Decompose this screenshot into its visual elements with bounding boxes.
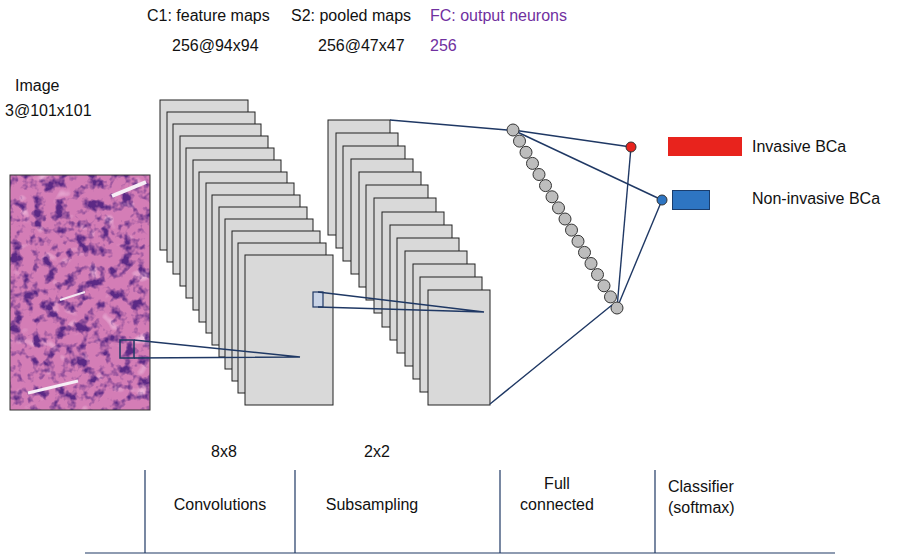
table-rule [85,552,835,553]
table-divider [499,470,500,553]
fc-neuron [585,258,597,270]
layer-node: FC: output neurons 256 [426,4,626,316]
stage-name: Convolutions [174,494,267,515]
fc-neuron [566,224,578,236]
layer-size: 3@101x101 [5,101,92,121]
fc-neuron [546,191,558,203]
tissue-nuclei [10,175,150,410]
output-link [513,130,662,200]
legend-item: Invasive BCa [668,137,742,156]
layer-size: 256 [430,36,457,56]
tissue-streak [60,292,85,300]
fc-neuron [605,291,617,303]
image-border [10,175,150,410]
legend-swatch [672,190,710,210]
table-divider [144,470,145,553]
stage-name: Classifier (softmax) [668,476,760,518]
tissue-streak [112,182,146,196]
fc-neuron [598,280,610,292]
output-link [617,147,631,308]
layer-size: 256@94x94 [172,36,259,56]
stage-name: Subsampling [326,494,419,515]
legend-text: Non-invasive BCa [752,189,880,208]
tissue-texture [10,175,150,410]
fc-neuron [559,213,571,225]
layer-heading: Image [15,76,59,96]
output-neuron [626,142,636,152]
legend-text: Invasive BCa [752,137,846,156]
fc-neuron [579,246,591,258]
fc-neuron [533,169,545,181]
table-divider [294,470,295,553]
layer-node: Image 3@101x101 [3,72,153,412]
legend-item: Non-invasive BCa [672,190,710,210]
fc-neuron [527,157,539,169]
tissue-image [10,175,150,410]
fc-neuron [572,235,584,247]
layer-node: S2: pooled maps 256@47x47 [287,4,495,409]
projection-line [134,340,300,358]
legend-swatch [668,137,742,156]
fc-neuron [592,269,604,281]
pooled-map [428,290,490,405]
fc-neuron [611,302,623,314]
output-link [617,200,662,308]
fc-neuron [540,180,552,192]
fc-neuron [514,135,526,147]
layer-heading: S2: pooled maps [291,6,411,26]
tissue-streak [28,381,78,393]
stage-name: Full connected [511,473,603,515]
feature-map [245,255,333,405]
projection-line [390,120,612,404]
layer-heading: FC: output neurons [430,6,567,26]
kernel-size: 8x8 [211,441,237,462]
fc-neuron [520,146,532,158]
output-neuron [657,195,667,205]
table-divider [654,470,655,553]
receptive-field [120,340,134,358]
kernel-size: 2x2 [364,441,390,462]
projection-line [318,292,484,312]
fc-neuron [553,202,565,214]
layer-size: 256@47x47 [318,36,405,56]
layer-heading: C1: feature maps [147,6,270,26]
pooling-window [313,292,323,307]
fc-neuron [507,124,519,136]
layer-node: C1: feature maps 256@94x94 [143,4,339,409]
